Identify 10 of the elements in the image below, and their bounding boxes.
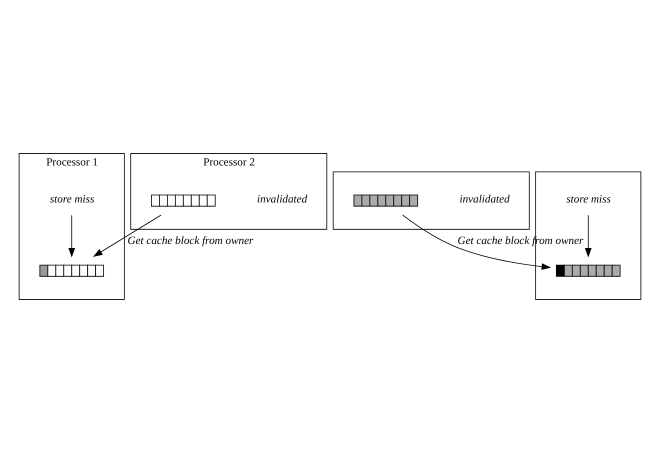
arrow [93,214,162,256]
edge-label: Get cache block from owner [128,234,254,246]
cluster [332,171,530,230]
node-text: invalidated [257,193,308,206]
arrow [402,214,552,270]
arrow [68,214,76,258]
arrow [584,214,592,258]
node-text: store miss [50,193,94,206]
node-text: store miss [566,193,611,206]
node-text: invalidated [460,193,510,206]
